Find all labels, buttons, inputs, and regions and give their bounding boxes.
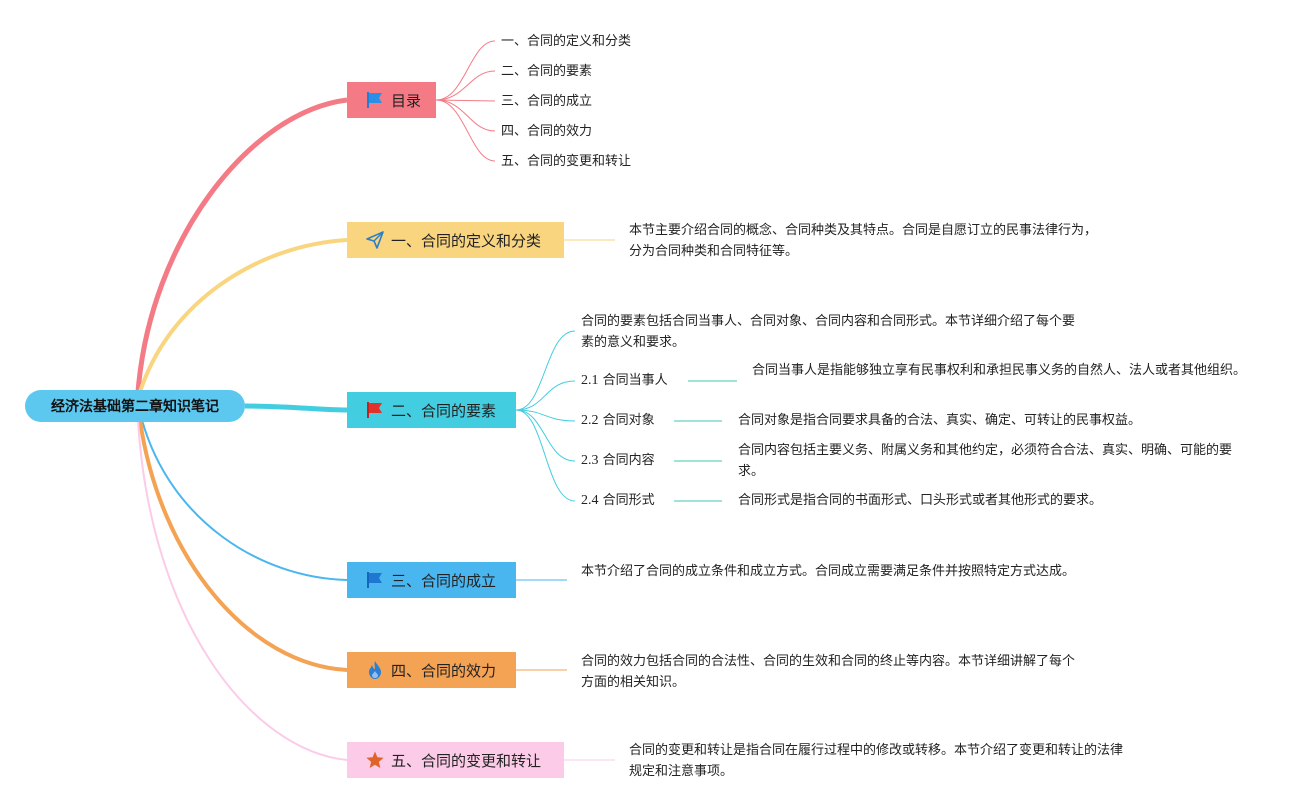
toc-item-5[interactable]: 五、合同的变更和转让 [501, 154, 632, 169]
sec2-link-1 [515, 380, 576, 411]
toc-link-3 [435, 99, 496, 102]
sub-number: 2.1 [581, 373, 599, 388]
topic-sec4-label: 四、合同的效力 [391, 661, 497, 680]
sec2-sub-3[interactable]: 2.3 合同内容 [581, 450, 655, 471]
toc-item-4[interactable]: 四、合同的效力 [501, 124, 593, 139]
root-topic[interactable]: 经济法基础第二章知识笔记 [25, 390, 245, 422]
sub-label: 合同内容 [602, 453, 655, 468]
sec2-link-desc [515, 330, 576, 411]
blue-flag-icon [365, 90, 385, 110]
sec5-desc: 合同的变更和转让是指合同在履行过程中的修改或转移。本节介绍了变更和转让的法律规定… [629, 743, 1124, 779]
topic-toc-label: 目录 [391, 91, 422, 110]
blue-flag-icon [365, 570, 385, 590]
red-flag-icon [365, 400, 385, 420]
sec2-sub-2-desc: 合同对象是指合同要求具备的合法、真实、确定、可转让的民事权益。 [738, 413, 1142, 428]
topic-sec3[interactable]: 三、合同的成立 [347, 562, 516, 598]
sec4-desc: 合同的效力包括合同的合法性、合同的生效和合同的终止等内容。本节详细讲解了每个方面… [581, 654, 1076, 690]
sub-number: 2.4 [581, 493, 599, 508]
topic-sec1-label: 一、合同的定义和分类 [391, 231, 542, 250]
paper-plane-icon [365, 230, 385, 250]
sub-number: 2.3 [581, 453, 599, 468]
sec2-link-3 [515, 409, 576, 462]
toc-link-2 [435, 70, 496, 101]
sec1-desc: 本节主要介绍合同的概念、合同种类及其特点。合同是自愿订立的民事法律行为，分为合同… [629, 223, 1098, 259]
topic-sec3-label: 三、合同的成立 [391, 571, 497, 590]
sub-label: 合同形式 [602, 493, 655, 508]
branch-sec2 [244, 403, 348, 413]
sec2-sub-4[interactable]: 2.4 合同形式 [581, 490, 655, 511]
sec2-link-4 [515, 409, 576, 502]
sub-label: 合同对象 [602, 413, 655, 428]
topic-sec4[interactable]: 四、合同的效力 [347, 652, 516, 688]
sec2-sub-1[interactable]: 2.1 合同当事人 [581, 370, 668, 391]
topic-sec2[interactable]: 二、合同的要素 [347, 392, 516, 428]
topic-sec5-label: 五、合同的变更和转让 [391, 751, 542, 770]
sec2-sub-4-desc: 合同形式是指合同的书面形式、口头形式或者其他形式的要求。 [738, 493, 1103, 508]
sub-label: 合同当事人 [602, 373, 668, 388]
toc-link-1 [435, 40, 496, 101]
branch-toc [135, 97, 348, 393]
topic-sec1[interactable]: 一、合同的定义和分类 [347, 222, 564, 258]
toc-link-4 [435, 99, 496, 132]
topic-sec2-label: 二、合同的要素 [391, 401, 497, 420]
sec2-desc: 合同的要素包括合同当事人、合同对象、合同内容和合同形式。本节详细介绍了每个要素的… [581, 314, 1076, 350]
flame-icon [365, 660, 385, 680]
sec2-sub-1-desc: 合同当事人是指能够独立享有民事权利和承担民事义务的自然人、法人或者其他组织。 [752, 363, 1247, 378]
branch-sec5 [137, 419, 348, 761]
topic-toc[interactable]: 目录 [347, 82, 436, 118]
toc-item-1[interactable]: 一、合同的定义和分类 [501, 34, 632, 49]
sub-number: 2.2 [581, 413, 599, 428]
sec2-link-2 [515, 409, 576, 422]
root-label: 经济法基础第二章知识笔记 [51, 399, 219, 415]
star-icon [365, 750, 385, 770]
toc-item-2[interactable]: 二、合同的要素 [501, 64, 593, 79]
sec2-sub-3-desc: 合同内容包括主要义务、附属义务和其他约定，必须符合合法、真实、明确、可能的要求。 [738, 443, 1233, 479]
sec2-sub-2[interactable]: 2.2 合同对象 [581, 410, 655, 431]
branch-sec4 [138, 419, 348, 672]
branch-sec3 [141, 419, 348, 581]
topic-sec5[interactable]: 五、合同的变更和转让 [347, 742, 564, 778]
toc-link-5 [435, 99, 496, 162]
branch-sec1 [138, 238, 348, 393]
sec3-desc: 本节介绍了合同的成立条件和成立方式。合同成立需要满足条件并按照特定方式达成。 [581, 564, 1076, 579]
toc-item-3[interactable]: 三、合同的成立 [501, 94, 593, 109]
